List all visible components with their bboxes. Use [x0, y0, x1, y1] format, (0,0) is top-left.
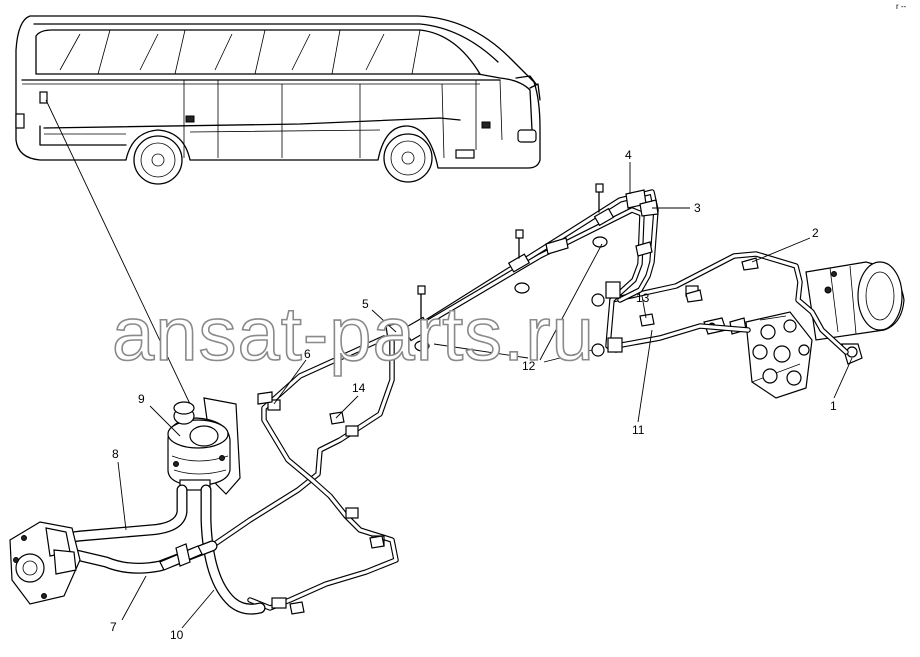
callout-13: 13	[636, 291, 650, 305]
watermark: ansat-parts.ru	[112, 292, 595, 377]
detail-leader-line	[45, 99, 191, 405]
callout-6: 6	[304, 347, 311, 361]
steering-gear-assembly	[703, 261, 905, 399]
callout-2: 2	[812, 226, 819, 240]
corner-mark: r --	[896, 2, 907, 11]
callout-10: 10	[170, 628, 184, 642]
callout-14: 14	[352, 381, 366, 395]
callout-4: 4	[625, 148, 632, 162]
callout-leaders	[117, 162, 853, 629]
callout-12: 12	[522, 359, 536, 373]
steering-pump	[9, 521, 81, 605]
callout-5: 5	[362, 297, 369, 311]
callout-9: 9	[138, 392, 145, 406]
callout-7: 7	[110, 620, 117, 634]
bolt-group	[257, 183, 759, 615]
bus-illustration	[15, 15, 541, 185]
callout-3: 3	[694, 201, 701, 215]
callout-11: 11	[632, 423, 645, 437]
hoses	[50, 484, 266, 615]
callout-1: 1	[830, 399, 837, 413]
fluid-reservoir	[167, 397, 241, 495]
callout-8: 8	[112, 447, 119, 461]
callout-labels: 1 2 3 4 5 6 7 8 9 10 11 12 13 14	[110, 148, 837, 642]
steering-pipes	[209, 183, 849, 615]
